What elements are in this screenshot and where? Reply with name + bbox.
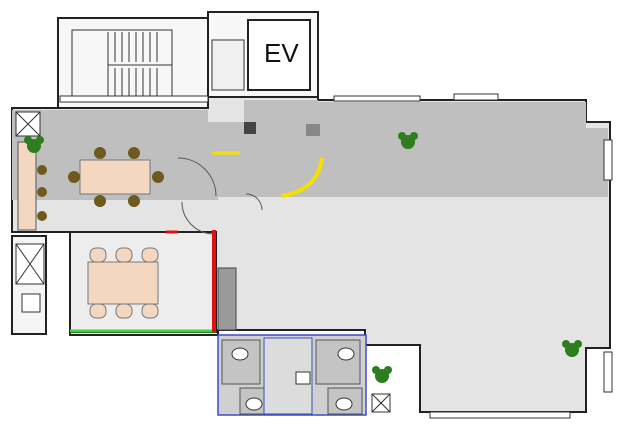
elevator-label: EV [264,38,299,68]
yellow-curved-wall [281,157,324,198]
column-markers [21,293,391,413]
meeting-table [87,261,159,305]
plant-icon [24,132,582,383]
lounge-table [79,159,151,195]
sink-icon [295,371,311,385]
toilet-icon [231,347,355,411]
mech-room [211,39,245,91]
elevator-icon [247,19,311,91]
storage-cabinet [17,141,37,231]
lounge-chairs [37,147,164,221]
door-swing-icon [177,157,263,235]
stair-core [57,17,209,109]
window-strip [59,93,613,419]
meeting-chairs [89,247,159,319]
